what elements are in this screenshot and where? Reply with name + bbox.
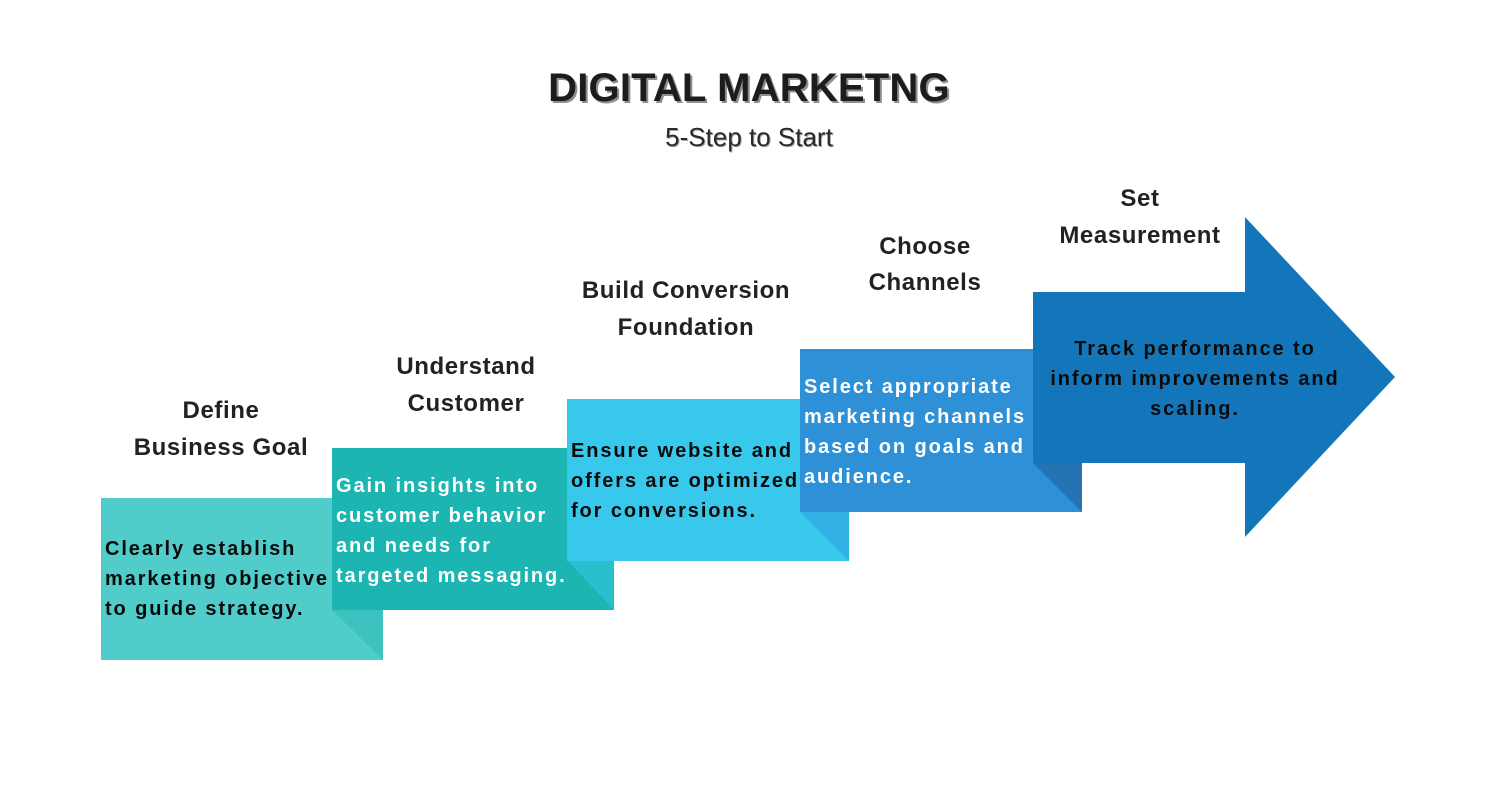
step-3-heading-line: Foundation <box>617 314 755 341</box>
step-1-description-line: marketing objective <box>105 568 329 590</box>
step-1-description: Clearly establish marketing objective to… <box>105 534 329 624</box>
step-4-description-line: audience. <box>804 466 914 488</box>
step-1-description-line: Clearly establish <box>105 538 297 560</box>
step-3-heading: Build Conversion Foundation <box>526 272 846 346</box>
step-3-fold <box>800 512 849 561</box>
step-4-description: Select appropriate marketing channels ba… <box>804 372 1026 492</box>
step-5-arrow-icon <box>1033 217 1395 537</box>
step-4-description-line: Select appropriate <box>804 376 1013 398</box>
step-4-fold <box>1033 463 1082 512</box>
step-1-heading-line: Define <box>182 397 260 424</box>
page-title: DIGITAL MARKETNG <box>548 66 950 110</box>
step-5-description-line: inform improvements and <box>1050 368 1340 390</box>
step-5-description: Track performance to inform improvements… <box>1030 334 1360 424</box>
step-2-description-line: targeted messaging. <box>336 565 567 587</box>
step-1-description-line: to guide strategy. <box>105 598 305 620</box>
step-2-fold <box>567 560 614 610</box>
step-1-heading: Define Business Goal <box>61 392 381 466</box>
step-3-description-line: for conversions. <box>571 500 757 522</box>
step-2-heading-line: Understand <box>396 353 536 380</box>
step-1-fold <box>332 610 383 660</box>
step-4-heading: Choose Channels <box>765 229 1085 301</box>
step-2-heading: Understand Customer <box>306 348 626 422</box>
step-3-description: Ensure website and offers are optimized … <box>571 436 799 526</box>
step-4-heading-line: Choose <box>879 233 971 260</box>
step-4-description-line: based on goals and <box>804 436 1025 458</box>
step-5-heading-line: Measurement <box>1059 222 1221 249</box>
page-subtitle: 5-Step to Start <box>665 122 833 152</box>
step-2-heading-line: Customer <box>407 390 525 417</box>
step-4-description-line: marketing channels <box>804 406 1027 428</box>
step-2-description-line: and needs for <box>336 535 492 557</box>
step-2-description-line: customer behavior <box>336 505 548 527</box>
step-2-description-line: Gain insights into <box>336 475 540 497</box>
step-3-description-line: offers are optimized <box>571 470 800 492</box>
step-4-heading-line: Channels <box>868 269 982 296</box>
step-3-description-line: Ensure website and <box>571 440 794 462</box>
step-5-heading: Set Measurement <box>980 180 1300 254</box>
step-1-heading-line: Business Goal <box>133 434 309 461</box>
step-5-description-line: scaling. <box>1150 398 1240 420</box>
step-5-description-line: Track performance to <box>1074 338 1316 360</box>
step-2-description: Gain insights into customer behavior and… <box>336 471 567 591</box>
step-3-heading-line: Build Conversion <box>581 277 791 304</box>
step-5-heading-line: Set <box>1120 185 1160 212</box>
